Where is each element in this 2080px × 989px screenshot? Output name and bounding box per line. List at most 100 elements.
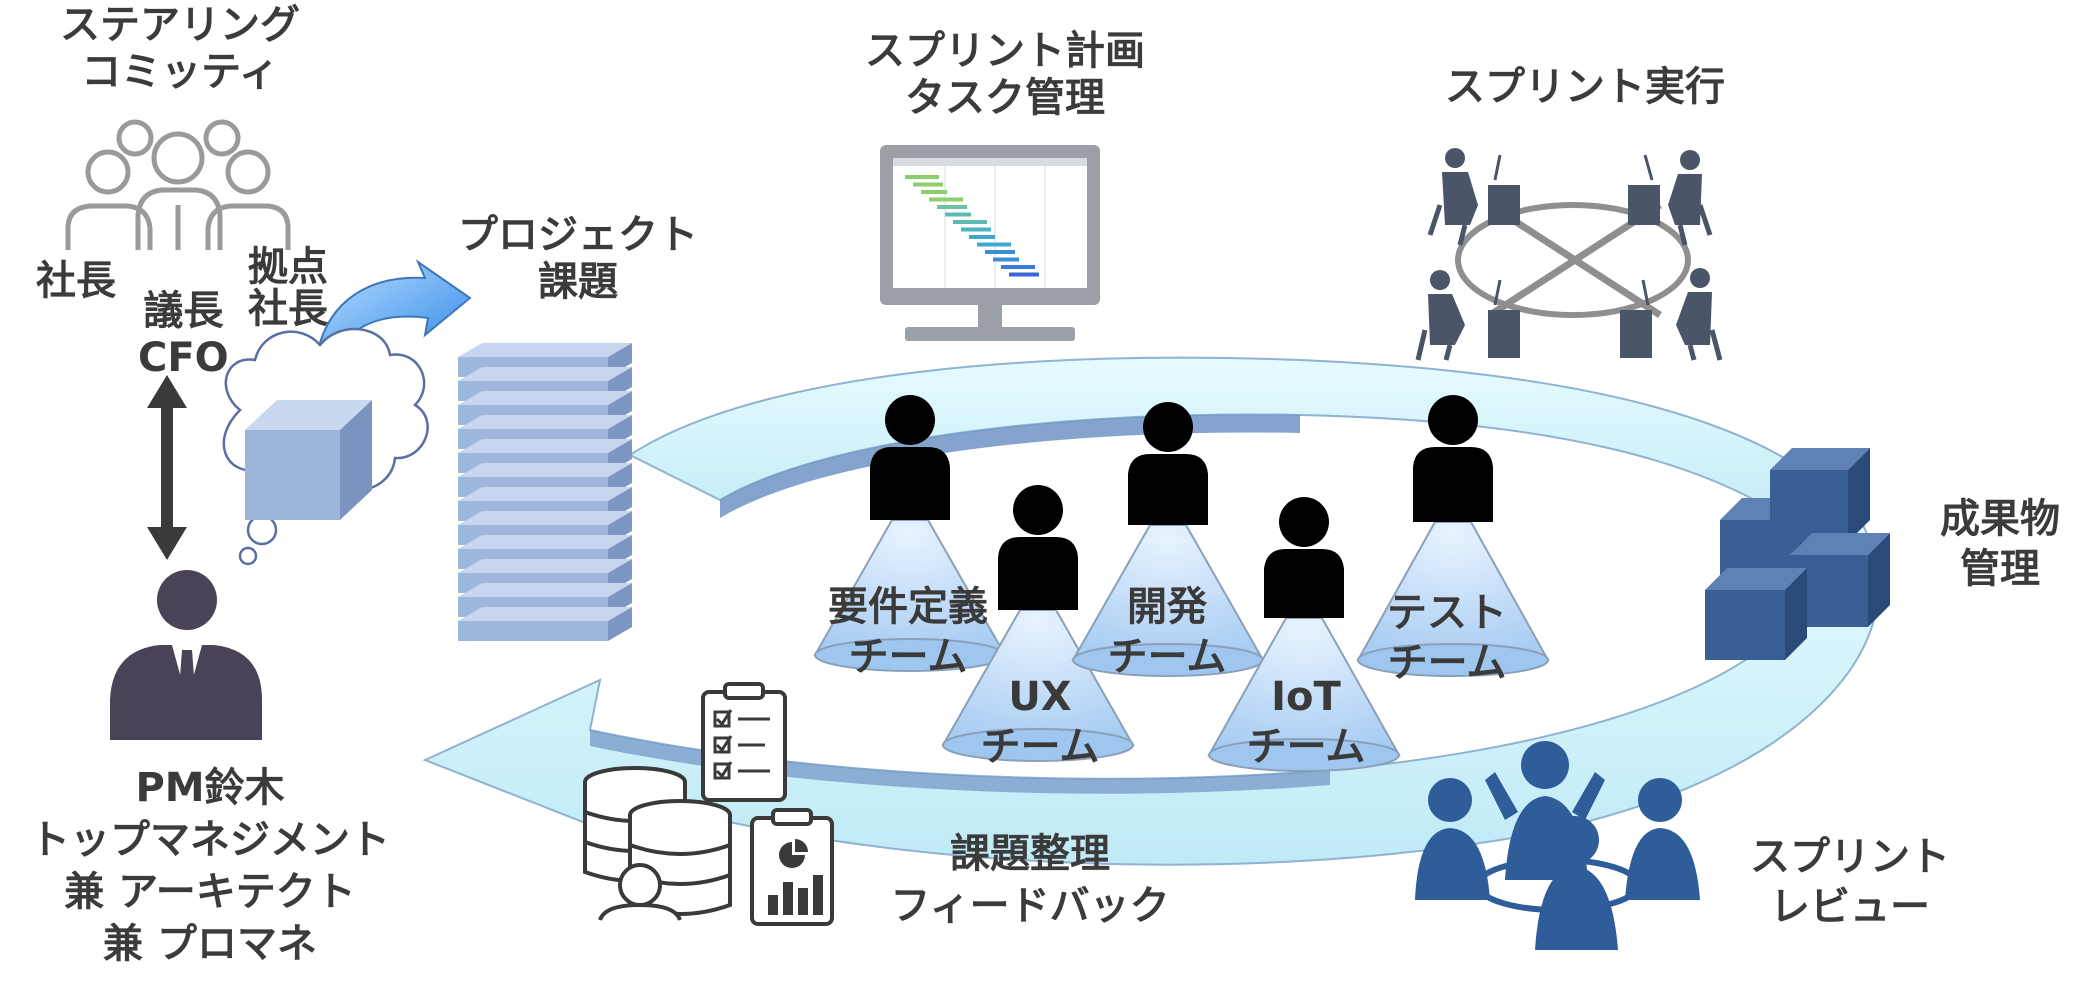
branch-president-label: 拠点 社長 bbox=[248, 246, 328, 330]
box-top bbox=[1705, 568, 1807, 590]
team-member-body bbox=[1264, 549, 1344, 618]
chair-line1: 議長 bbox=[143, 288, 224, 334]
stack-slab-top bbox=[458, 391, 632, 405]
sprint-review-line1: スプリント bbox=[1750, 834, 1950, 880]
stack-slab-top bbox=[458, 607, 632, 621]
team-requirements-line2: チーム bbox=[848, 634, 968, 680]
team-member-body bbox=[998, 537, 1078, 610]
spotlight-base bbox=[1208, 738, 1400, 772]
team-test-line1: テスト bbox=[1387, 590, 1507, 636]
gantt-bar bbox=[1009, 272, 1039, 277]
cube-icon bbox=[245, 400, 372, 520]
team-dev-line2: チーム bbox=[1107, 634, 1227, 680]
team-member-head bbox=[1013, 485, 1063, 535]
team-test-line2: チーム bbox=[1387, 640, 1507, 686]
stack-slab-top bbox=[458, 487, 632, 501]
double-arrow-icon bbox=[147, 375, 187, 560]
sprint-execution-label: スプリント実行 bbox=[1420, 64, 1750, 111]
project-issues-label: プロジェクト 課題 bbox=[438, 212, 718, 306]
deliverables-line1: 成果物 bbox=[1940, 496, 2060, 542]
steering-committee-title: ステアリング コミッティ bbox=[40, 2, 320, 96]
team-label-dev: 開発 チーム bbox=[1067, 582, 1267, 682]
spotlight-base bbox=[1357, 643, 1549, 677]
review-people-icon bbox=[1415, 741, 1700, 950]
gantt-bar bbox=[953, 220, 987, 224]
gantt-bar bbox=[985, 250, 1015, 254]
president-text: 社長 bbox=[36, 258, 116, 304]
feedback-label: 課題整理 フィードバック bbox=[860, 828, 1200, 932]
sprint-planning-line1: スプリント計画 bbox=[865, 28, 1145, 74]
team-member-head bbox=[1279, 497, 1329, 547]
sprint-planning-line2: タスク管理 bbox=[905, 75, 1105, 122]
team-label-iot: IoT チーム bbox=[1206, 672, 1406, 772]
team-member-body bbox=[1128, 454, 1208, 525]
team-label-ux: UX チーム bbox=[940, 672, 1140, 772]
box-side bbox=[1868, 533, 1890, 627]
gantt-bar bbox=[1001, 265, 1035, 269]
manager-icon bbox=[110, 570, 262, 740]
project-issues-line2: 課題 bbox=[538, 259, 618, 306]
report-chart-icon bbox=[750, 808, 834, 926]
deliverable-boxes-icon bbox=[1705, 448, 1890, 660]
box-top bbox=[1770, 448, 1870, 470]
stack-slab-top bbox=[458, 463, 632, 477]
gantt-bar bbox=[921, 190, 947, 194]
box-front bbox=[1770, 470, 1848, 542]
gantt-bar bbox=[961, 227, 991, 232]
box-top bbox=[1790, 533, 1890, 555]
gantt-bar bbox=[945, 212, 971, 217]
issue-stack-icon bbox=[458, 343, 632, 641]
chair-line2: CFO bbox=[138, 335, 229, 382]
box-side bbox=[1848, 448, 1870, 542]
pm-line2: トップマネジメント bbox=[30, 817, 390, 863]
gantt-bar bbox=[993, 257, 1019, 262]
stack-slab-side bbox=[608, 607, 632, 641]
sprint-planning-label: スプリント計画 タスク管理 bbox=[840, 28, 1170, 122]
spotlight-base bbox=[942, 728, 1134, 762]
steering-title-line1: ステアリング bbox=[60, 2, 300, 48]
sprint-execution-line1: スプリント実行 bbox=[1445, 64, 1725, 110]
pm-line1: PM鈴木 bbox=[135, 765, 285, 811]
sprint-review-label: スプリント レビュー bbox=[1720, 832, 1980, 932]
team-member-head bbox=[1143, 402, 1193, 452]
team-ux-line1: UX bbox=[1008, 674, 1072, 720]
team-member-body bbox=[1413, 447, 1493, 522]
team-iot-line2: チーム bbox=[1246, 724, 1366, 770]
gantt-monitor-icon bbox=[880, 145, 1100, 341]
deliverables-label: 成果物 管理 bbox=[1930, 494, 2070, 594]
team-label-test: テスト チーム bbox=[1347, 588, 1547, 688]
team-ux-line2: チーム bbox=[980, 724, 1100, 770]
stack-slab-top bbox=[458, 535, 632, 549]
stack-slab-top bbox=[458, 511, 632, 525]
stack-slab-top bbox=[458, 367, 632, 381]
teams-group bbox=[813, 395, 1550, 772]
team-iot-line1: IoT bbox=[1271, 674, 1341, 720]
team-member-head bbox=[1428, 395, 1478, 445]
team-requirements-line1: 要件定義 bbox=[828, 584, 988, 630]
stack-slab-top bbox=[458, 343, 632, 357]
gantt-bar bbox=[937, 205, 967, 209]
president-label: 社長 bbox=[36, 258, 116, 305]
gantt-bar bbox=[969, 235, 995, 239]
feedback-line2: フィードバック bbox=[890, 883, 1170, 929]
stack-slab-top bbox=[458, 439, 632, 453]
gantt-bar bbox=[929, 197, 963, 202]
pm-label: PM鈴木 トップマネジメント 兼 アーキテクト 兼 プロマネ bbox=[0, 762, 420, 970]
box-side bbox=[1785, 568, 1807, 660]
team-dev-line1: 開発 bbox=[1127, 584, 1207, 630]
branch-line1: 拠点 bbox=[248, 244, 328, 290]
box-front bbox=[1705, 590, 1785, 660]
team-member-body bbox=[870, 447, 950, 520]
checklist-icon bbox=[701, 682, 787, 802]
steering-title-line2: コミッティ bbox=[81, 49, 279, 96]
team-label-requirements: 要件定義 チーム bbox=[808, 582, 1008, 682]
deliverables-line2: 管理 bbox=[1960, 546, 2040, 592]
sprint-review-line2: レビュー bbox=[1770, 884, 1930, 930]
stack-slab-top bbox=[458, 583, 632, 597]
gantt-bar bbox=[913, 182, 943, 187]
pm-line4: 兼 プロマネ bbox=[103, 921, 317, 967]
pm-line3: 兼 アーキテクト bbox=[64, 869, 356, 915]
database-user-icon bbox=[583, 766, 732, 921]
